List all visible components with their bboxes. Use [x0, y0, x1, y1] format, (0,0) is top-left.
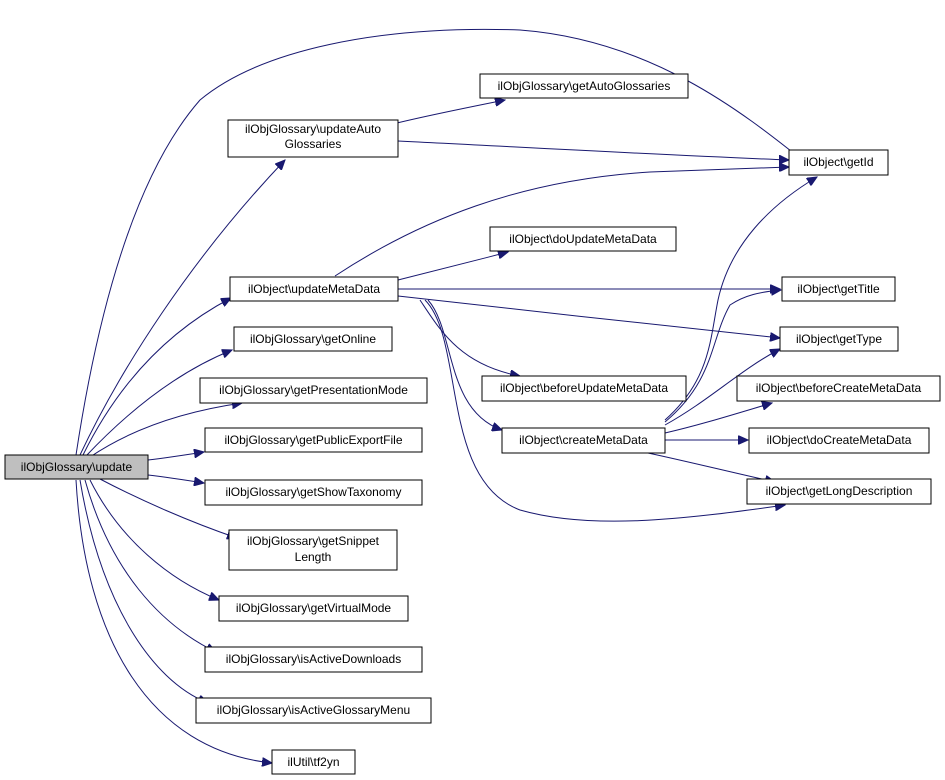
edge-updateAutoGlossaries-getId	[397, 140, 789, 160]
node-isActiveDownloads[interactable]: ilObjGlossary\isActiveDownloads	[204, 646, 423, 673]
node-doCreateMetaData[interactable]: ilObject\doCreateMetaData	[748, 427, 930, 454]
edge-update-getShowTaxonomy	[147, 474, 204, 483]
edge-updateMetaData-createMetaData	[427, 299, 502, 430]
node-getPresentationMode[interactable]: ilObjGlossary\getPresentationMode	[199, 377, 428, 404]
edge-updateMetaData-getId	[334, 167, 789, 277]
node-updateAutoGlossaries[interactable]: ilObjGlossary\updateAuto Glossaries	[227, 119, 399, 158]
node-getOnline[interactable]: ilObjGlossary\getOnline	[233, 326, 393, 352]
node-getLongDescription[interactable]: ilObject\getLongDescription	[746, 478, 932, 505]
node-label: ilObject\getTitle	[797, 282, 880, 296]
edge-updateMetaData-beforeUpdateMetaData	[419, 299, 520, 376]
node-isActiveGlossaryMenu[interactable]: ilObjGlossary\isActiveGlossaryMenu	[195, 697, 432, 724]
edge-createMetaData-getLongDescription	[647, 452, 775, 482]
node-getShowTaxonomy[interactable]: ilObjGlossary\getShowTaxonomy	[204, 479, 423, 506]
node-update[interactable]: ilObjGlossary\update	[4, 454, 149, 480]
edge-createMetaData-getType	[664, 349, 780, 426]
edge-update-getPublicExportFile	[147, 452, 204, 461]
node-label: ilObjGlossary\isActiveGlossaryMenu	[217, 703, 410, 717]
node-tf2yn[interactable]: ilUtil\tf2yn	[271, 749, 356, 775]
node-label: ilObject\beforeUpdateMetaData	[500, 381, 668, 395]
edge-createMetaData-getTitle	[664, 290, 781, 423]
node-label: ilObject\updateMetaData	[248, 282, 380, 296]
nodes: ilObjGlossary\update ilObjGlossary\updat…	[4, 73, 941, 775]
edge-update-isActiveGlossaryMenu	[79, 479, 208, 703]
node-label: ilObjGlossary\getPublicExportFile	[224, 433, 402, 447]
node-label: ilObjGlossary\getOnline	[250, 332, 376, 346]
node-beforeCreateMetaData[interactable]: ilObject\beforeCreateMetaData	[736, 375, 941, 402]
node-beforeUpdateMetaData[interactable]: ilObject\beforeUpdateMetaData	[481, 375, 687, 402]
node-label: ilUtil\tf2yn	[287, 755, 339, 769]
node-label: ilObject\getLongDescription	[766, 484, 913, 498]
edge-update-updateMetaData	[82, 298, 231, 456]
node-label: ilObjGlossary\getPresentationMode	[219, 383, 408, 397]
edge-updateMetaData-getType	[397, 295, 780, 338]
edge-createMetaData-getId	[664, 177, 817, 421]
edges	[75, 28, 817, 763]
node-getId[interactable]: ilObject\getId	[788, 149, 889, 176]
node-getTitle[interactable]: ilObject\getTitle	[781, 276, 896, 302]
node-label: ilObject\getType	[796, 332, 882, 346]
node-label: ilObjGlossary\getAutoGlossaries	[498, 79, 671, 93]
node-label: ilObject\doUpdateMetaData	[509, 232, 657, 246]
edge-update-getVirtualMode	[89, 479, 219, 600]
node-getType[interactable]: ilObject\getType	[779, 326, 899, 352]
node-doUpdateMetaData[interactable]: ilObject\doUpdateMetaData	[489, 226, 677, 252]
node-updateMetaData[interactable]: ilObject\updateMetaData	[229, 276, 399, 302]
node-getVirtualMode[interactable]: ilObjGlossary\getVirtualMode	[218, 595, 409, 622]
edge-update-getId	[75, 28, 806, 456]
edge-update-isActiveDownloads	[84, 479, 216, 652]
node-label: ilObjGlossary\getSnippet	[247, 534, 380, 548]
edge-updateMetaData-getLongDescription	[424, 299, 785, 522]
node-label: ilObjGlossary\getShowTaxonomy	[225, 485, 401, 499]
node-label: ilObject\createMetaData	[519, 433, 648, 447]
edge-update-updateAutoGlossaries	[79, 160, 285, 456]
node-getSnippetLength[interactable]: ilObjGlossary\getSnippet Length	[228, 529, 398, 571]
node-label: Length	[295, 550, 332, 564]
edge-updateAutoGlossaries-getAutoGlossaries	[396, 100, 505, 124]
edge-updateMetaData-doUpdateMetaData	[397, 252, 508, 281]
node-label: ilObjGlossary\update	[21, 460, 133, 474]
node-label: ilObject\doCreateMetaData	[767, 433, 912, 447]
node-getAutoGlossaries[interactable]: ilObjGlossary\getAutoGlossaries	[479, 73, 689, 99]
node-createMetaData[interactable]: ilObject\createMetaData	[501, 427, 666, 454]
node-label: ilObjGlossary\updateAuto	[245, 122, 381, 136]
edge-update-getPresentationMode	[89, 403, 242, 458]
node-label: ilObjGlossary\getVirtualMode	[236, 601, 392, 615]
node-label: ilObject\beforeCreateMetaData	[756, 381, 922, 395]
edge-update-getSnippetLength	[99, 478, 237, 538]
node-label: ilObject\getId	[803, 155, 873, 169]
node-label: Glossaries	[285, 137, 342, 151]
node-label: ilObjGlossary\isActiveDownloads	[226, 652, 401, 666]
edge-createMetaData-beforeCreateMetaData	[664, 403, 772, 434]
node-getPublicExportFile[interactable]: ilObjGlossary\getPublicExportFile	[204, 427, 423, 453]
edge-update-tf2yn	[75, 479, 272, 763]
edge-update-getOnline	[85, 350, 232, 457]
